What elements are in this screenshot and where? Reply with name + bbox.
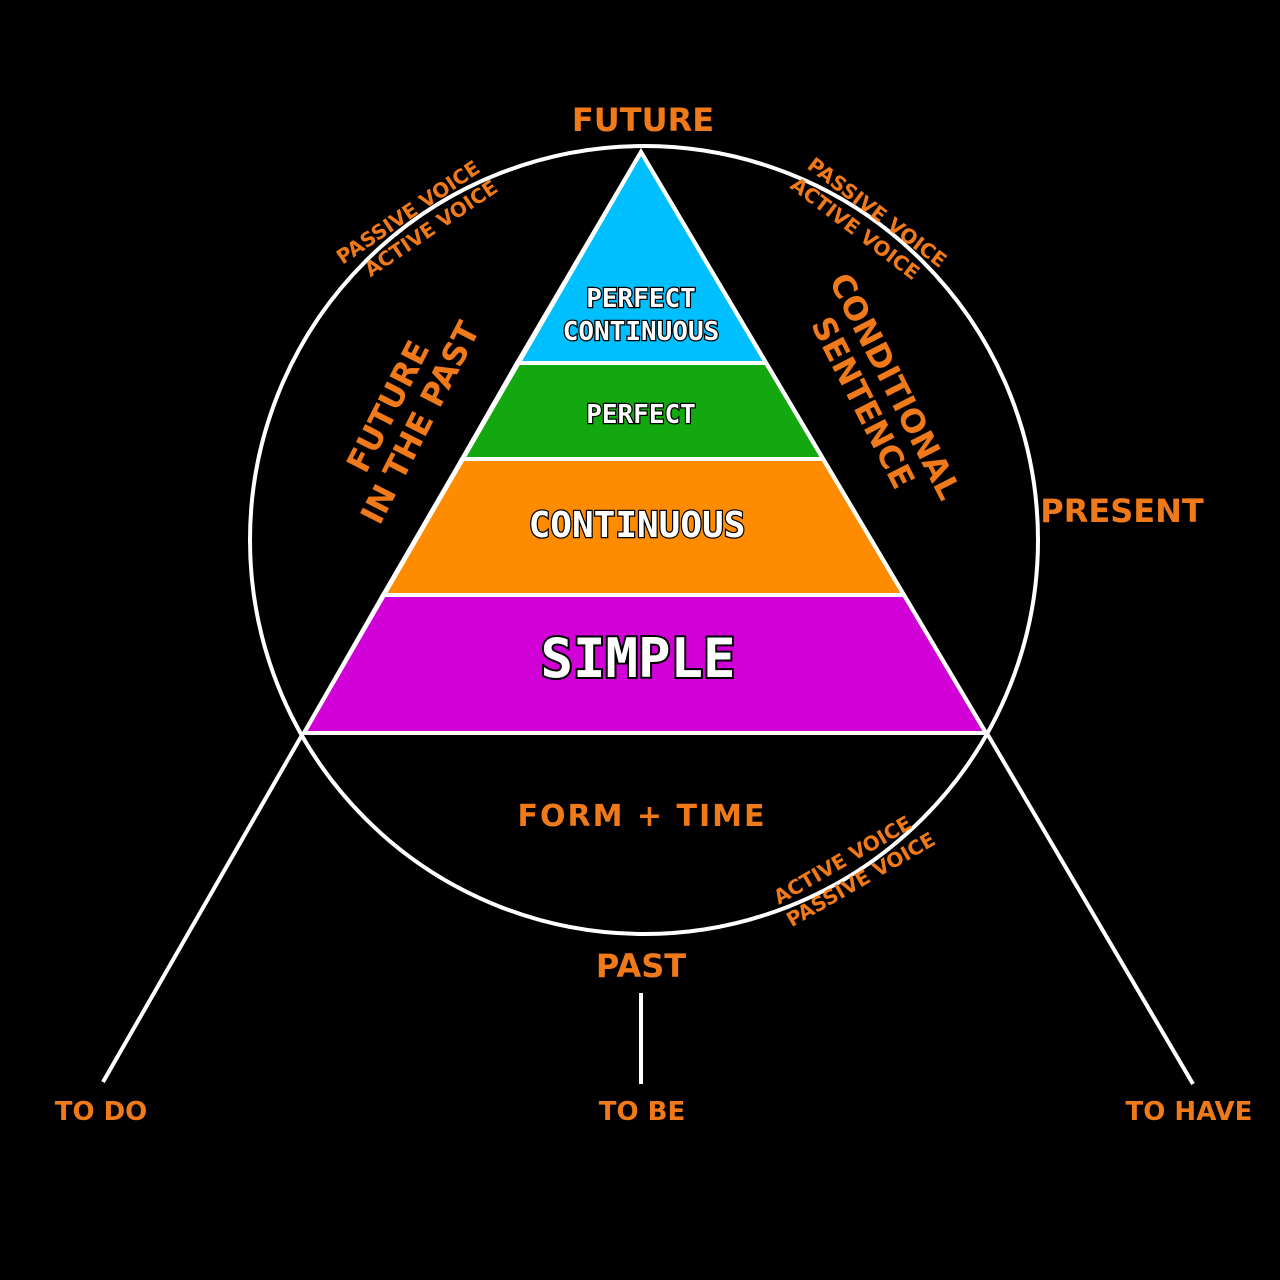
tier-label-continuous: CONTINUOUS — [529, 505, 746, 546]
label-to-be: TO BE — [599, 1097, 685, 1127]
label-past: PAST — [596, 947, 686, 985]
tier-label-perfect: PERFECT — [586, 400, 696, 430]
label-form-time: FORM + TIME — [518, 799, 767, 834]
label-to-do: TO DO — [55, 1097, 148, 1127]
to-do-line — [101, 734, 304, 1083]
label-future: FUTURE — [572, 101, 714, 139]
label-to-have: TO HAVE — [1126, 1097, 1253, 1127]
tier-label-simple: SIMPLE — [540, 627, 735, 690]
to-have-line — [986, 733, 1195, 1086]
tense-circle — [248, 144, 1040, 936]
pyramid-outline — [300, 148, 990, 735]
tier-label-perfect-continuous-2: CONTINUOUS — [563, 317, 720, 347]
label-present: PRESENT — [1040, 492, 1204, 530]
tier-label-perfect-continuous-1: PERFECT — [586, 284, 696, 314]
